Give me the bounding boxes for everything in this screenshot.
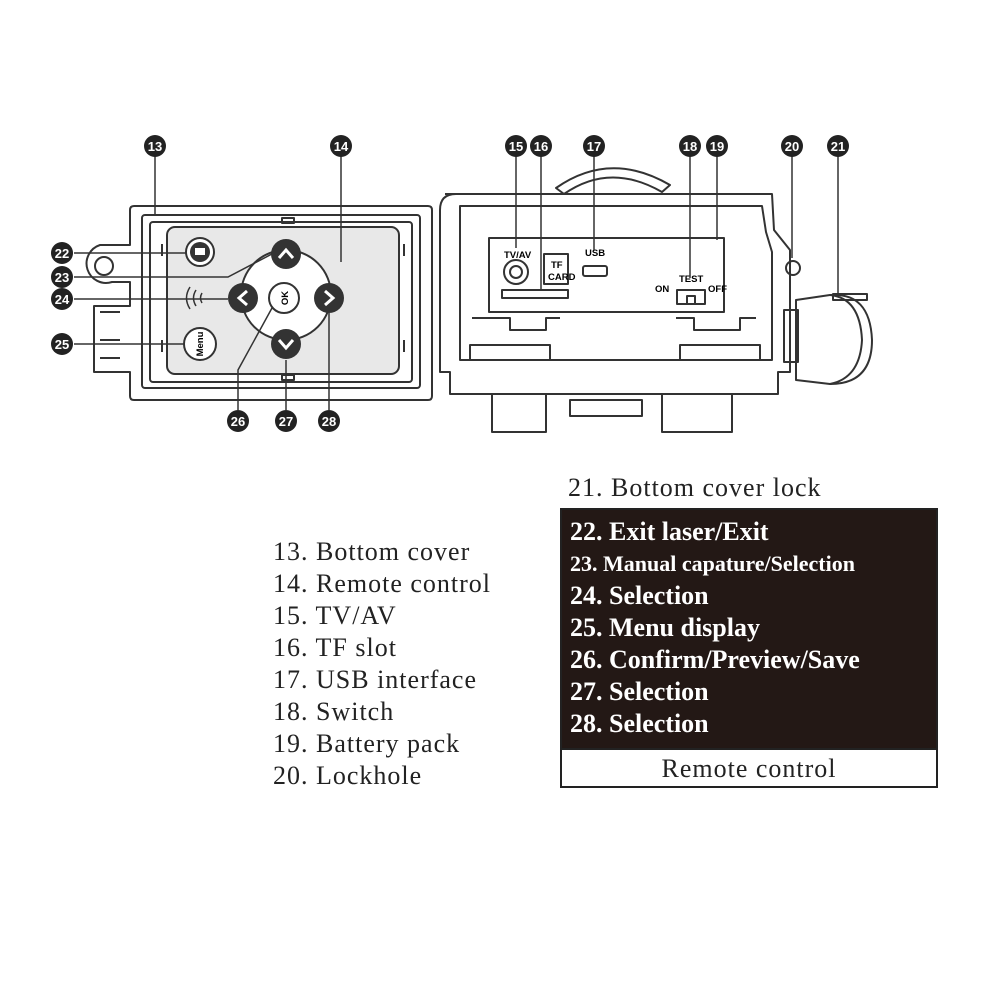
svg-text:15: 15 <box>509 139 523 154</box>
switch-test-label: TEST <box>679 274 703 285</box>
legend-item: 14. Remote control <box>273 569 492 598</box>
svg-text:27: 27 <box>279 414 293 429</box>
legend-item: 15. TV/AV <box>273 601 397 630</box>
legend-list: 13. Bottom cover 14. Remote control 15. … <box>273 536 491 792</box>
callout-23: 23 <box>51 266 73 288</box>
svg-text:18: 18 <box>683 139 697 154</box>
switch-on-label: ON <box>655 284 669 295</box>
legend-item: 18. Switch <box>273 697 395 726</box>
callout-15: 15 <box>505 135 527 157</box>
right-button[interactable] <box>314 283 344 313</box>
svg-text:13: 13 <box>148 139 162 154</box>
card-label: CARD <box>548 272 576 283</box>
chevron-left-icon <box>236 289 248 307</box>
camera-body <box>439 167 801 433</box>
svg-text:20: 20 <box>785 139 799 154</box>
callouts: 13 14 15 16 17 18 19 20 21 22 23 24 25 2… <box>51 135 849 432</box>
legend-item: 16. TF slot <box>273 633 397 662</box>
bottom-cover-lock <box>783 293 873 385</box>
svg-text:26: 26 <box>231 414 245 429</box>
ok-label: OK <box>280 291 291 305</box>
legend-item: 13. Bottom cover <box>273 537 471 566</box>
up-button[interactable] <box>271 239 301 269</box>
signal-icon <box>185 286 203 310</box>
callout-26: 26 <box>227 410 249 432</box>
svg-text:21: 21 <box>831 139 845 154</box>
remote-legend-item: 23. Manual capature/Selection <box>570 551 855 576</box>
leader-lines <box>74 155 839 410</box>
svg-text:19: 19 <box>710 139 724 154</box>
camera-diagram: OK Menu TV/AV TF CARD USB ON TEST OFF 13… <box>51 135 873 433</box>
remote-legend-item: 22. Exit laser/Exit <box>570 517 769 546</box>
chevron-down-icon <box>277 339 295 351</box>
remote-legend-caption: Remote control <box>562 748 936 786</box>
legend-item: 17. USB interface <box>273 665 478 694</box>
remote-legend-item: 28. Selection <box>570 709 709 738</box>
chevron-right-icon <box>324 289 336 307</box>
callout-25: 25 <box>51 333 73 355</box>
svg-text:22: 22 <box>55 246 69 261</box>
bottom-cover <box>85 205 433 401</box>
callout-18: 18 <box>679 135 701 157</box>
callout-13: 13 <box>144 135 166 157</box>
callout-20: 20 <box>781 135 803 157</box>
callout-24: 24 <box>51 288 73 310</box>
callout-21: 21 <box>827 135 849 157</box>
svg-text:17: 17 <box>587 139 601 154</box>
legend-item-21: 21. Bottom cover lock <box>568 473 822 502</box>
svg-text:28: 28 <box>322 414 336 429</box>
legend-item: 20. Lockhole <box>273 761 423 790</box>
remote-legend-item: 27. Selection <box>570 677 709 706</box>
callout-22: 22 <box>51 242 73 264</box>
svg-text:16: 16 <box>534 139 548 154</box>
svg-text:23: 23 <box>55 270 69 285</box>
switch-off-label: OFF <box>708 284 727 295</box>
callout-16: 16 <box>530 135 552 157</box>
svg-text:25: 25 <box>55 337 69 352</box>
callout-27: 27 <box>275 410 297 432</box>
callout-17: 17 <box>583 135 605 157</box>
remote-legend-item: 24. Selection <box>570 581 709 610</box>
svg-text:14: 14 <box>334 139 349 154</box>
tf-label: TF <box>551 260 563 271</box>
svg-text:24: 24 <box>55 292 70 307</box>
legend-item: 19. Battery pack <box>273 729 461 758</box>
remote-legend-item: 25. Menu display <box>570 613 760 642</box>
laser-icon <box>195 248 205 255</box>
callout-14: 14 <box>330 135 352 157</box>
callout-19: 19 <box>706 135 728 157</box>
down-button[interactable] <box>271 329 301 359</box>
callout-28: 28 <box>318 410 340 432</box>
ok-button[interactable] <box>268 282 300 314</box>
tv-av-label: TV/AV <box>504 250 532 261</box>
remote-control-legend: 22. Exit laser/Exit 23. Manual capature/… <box>560 508 938 788</box>
usb-label: USB <box>585 248 605 259</box>
remote-legend-item: 26. Confirm/Preview/Save <box>570 645 860 674</box>
remote-buttons: OK Menu <box>183 237 344 361</box>
left-button[interactable] <box>228 283 258 313</box>
chevron-up-icon <box>277 247 295 259</box>
menu-label: Menu <box>195 331 206 356</box>
remote-legend-list: 22. Exit laser/Exit 23. Manual capature/… <box>562 510 936 748</box>
